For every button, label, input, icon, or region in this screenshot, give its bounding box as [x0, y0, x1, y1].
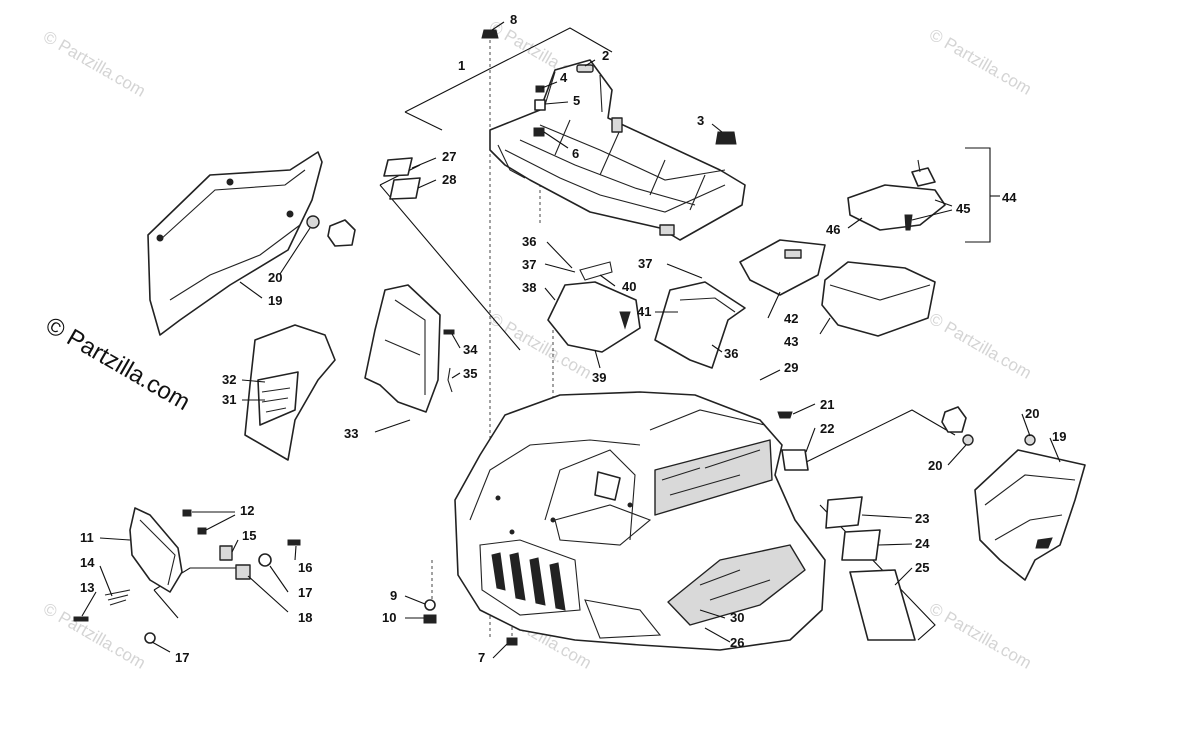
callout-33: 33: [344, 426, 358, 441]
bottom-hardware: [423, 599, 518, 646]
callout-6: 6: [572, 146, 579, 161]
watermark-bottom-right: © Partzilla.com: [926, 599, 1035, 673]
watermark-prominent: © Partzilla.com: [41, 312, 195, 416]
screw-top: [481, 29, 499, 39]
callout-44: 44: [1002, 190, 1017, 205]
callout-20-right-bottom: 20: [928, 458, 942, 473]
callout-25: 25: [915, 560, 929, 575]
callout-2: 2: [602, 48, 609, 63]
callout-8: 8: [510, 12, 517, 27]
cup-holder-lid: [847, 159, 946, 231]
callout-38: 38: [522, 280, 536, 295]
center-shield: [654, 281, 746, 369]
callout-19-right: 19: [1052, 429, 1066, 444]
callout-32: 32: [222, 372, 236, 387]
callout-18: 18: [298, 610, 312, 625]
callout-39: 39: [592, 370, 606, 385]
callout-1: 1: [458, 58, 465, 73]
callout-36-top: 36: [522, 234, 536, 249]
reflector-assembly: [73, 507, 301, 644]
callout-11: 11: [80, 530, 94, 545]
callout-37-right: 37: [638, 256, 652, 271]
callout-20-right-top: 20: [1025, 406, 1039, 421]
callout-10: 10: [382, 610, 396, 625]
watermark-top-left: © Partzilla.com: [40, 27, 149, 101]
callout-27: 27: [442, 149, 456, 164]
decals-23-25: [825, 496, 916, 641]
callout-30: 30: [730, 610, 744, 625]
front-body: [454, 391, 826, 651]
callout-26: 26: [730, 635, 744, 650]
callout-34: 34: [463, 342, 478, 357]
callout-9: 9: [390, 588, 397, 603]
decals-27-28: [383, 157, 421, 200]
callout-20-left: 20: [268, 270, 282, 285]
callout-17-right: 17: [298, 585, 312, 600]
rack-cap: [576, 64, 594, 73]
callout-36-right: 36: [724, 346, 738, 361]
callout-leaders: [81, 21, 1061, 659]
callout-13: 13: [80, 580, 94, 595]
callout-12-top: 12: [240, 503, 254, 518]
callout-31: 31: [222, 392, 236, 407]
watermark-right-mid: © Partzilla.com: [926, 309, 1035, 383]
callout-15: 15: [242, 528, 256, 543]
rack-clip: [715, 131, 737, 145]
left-side-panel: [147, 151, 323, 336]
center-plate: [547, 261, 641, 353]
right-grommets: [941, 406, 1036, 446]
callout-45: 45: [956, 201, 970, 216]
left-front-panel: [244, 324, 336, 461]
callout-41: 41: [637, 304, 651, 319]
callout-5: 5: [573, 93, 580, 108]
callout-7: 7: [478, 650, 485, 665]
callout-46: 46: [826, 222, 840, 237]
callout-14: 14: [80, 555, 95, 570]
callout-19-left: 19: [268, 293, 282, 308]
callout-21: 21: [820, 397, 834, 412]
callout-17-bottom: 17: [175, 650, 189, 665]
callout-3: 3: [697, 113, 704, 128]
callout-4: 4: [560, 70, 568, 85]
callout-labels: 1 2 3 4 5 6 7 8 9 10 11 12 12 13 14 15 1…: [80, 12, 1066, 665]
callout-42: 42: [784, 311, 798, 326]
callout-43: 43: [784, 334, 798, 349]
callout-22: 22: [820, 421, 834, 436]
watermark-top-right: © Partzilla.com: [926, 25, 1035, 99]
storage-tray: [821, 261, 936, 337]
callout-37-left: 37: [522, 257, 536, 272]
callout-29: 29: [784, 360, 798, 375]
callout-23: 23: [915, 511, 929, 526]
right-side-panel: [974, 449, 1086, 581]
storage-lid: [739, 239, 826, 296]
callout-40: 40: [622, 279, 636, 294]
callout-24: 24: [915, 536, 930, 551]
bracket-hardware: [443, 329, 455, 393]
watermark-bottom-left: © Partzilla.com: [40, 599, 149, 673]
callout-16: 16: [298, 560, 312, 575]
right-clip: [777, 411, 809, 471]
callout-35: 35: [463, 366, 477, 381]
center-bracket: [364, 284, 441, 413]
front-rack: [489, 59, 746, 241]
callout-28: 28: [442, 172, 456, 187]
left-grommet: [306, 215, 356, 247]
